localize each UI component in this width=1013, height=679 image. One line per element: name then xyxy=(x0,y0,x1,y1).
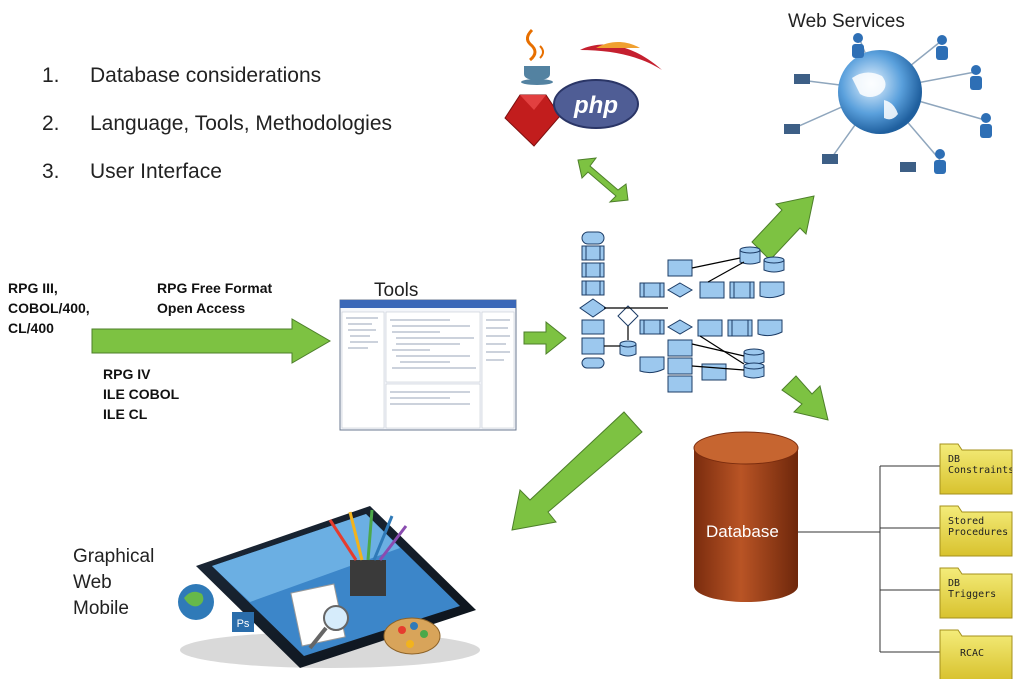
flow-to-db-arrow xyxy=(781,375,829,421)
migration-arrow xyxy=(91,318,331,364)
web-services-globe xyxy=(784,33,992,174)
php-logo-text: php xyxy=(573,92,618,119)
tools-screenshot xyxy=(339,299,517,431)
list-item: 1.Database considerations xyxy=(42,64,322,87)
flowchart xyxy=(579,231,785,393)
web-services-label: Web Services xyxy=(788,11,905,32)
database-cylinder xyxy=(693,431,799,602)
tools-label: Tools xyxy=(374,280,419,301)
list-item: 2.Language, Tools, Methodologies xyxy=(42,112,393,135)
tools-to-flow-arrow xyxy=(523,320,567,356)
logos-flow-arrow xyxy=(577,157,629,203)
folder-label-rcac: RCAC xyxy=(960,648,985,659)
database-label: Database xyxy=(706,522,779,541)
legacy-languages: RPG III,COBOL/400,CL/400 xyxy=(8,280,90,336)
language-logos: php xyxy=(504,28,662,147)
flow-to-graphical-arrow xyxy=(511,411,643,531)
folder-tree-lines xyxy=(798,465,942,653)
photoshop-icon: Ps xyxy=(237,618,250,630)
flow-to-web-arrow xyxy=(751,195,815,261)
graphical-illustration: Ps xyxy=(178,506,480,668)
folder-icon xyxy=(939,443,1013,679)
list-item: 3.User Interface xyxy=(42,160,222,183)
